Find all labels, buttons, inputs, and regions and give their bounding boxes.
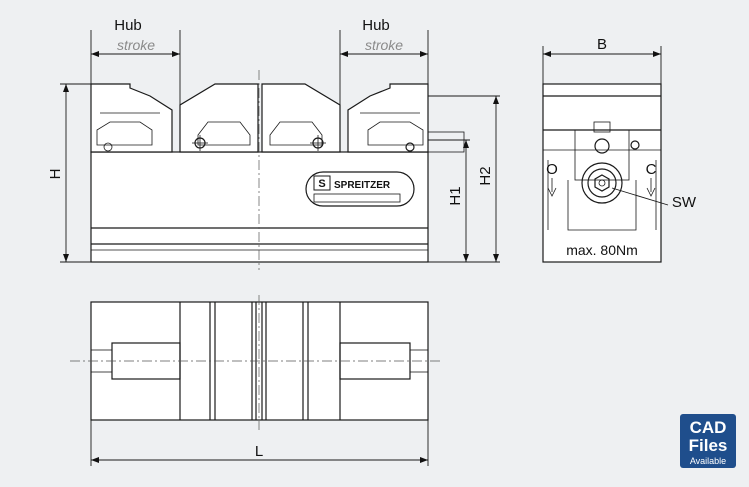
right-jaw bbox=[347, 83, 429, 153]
spindle-hex-icon bbox=[594, 174, 610, 192]
b-label: B bbox=[597, 36, 607, 53]
torque-label: max. 80Nm bbox=[566, 242, 638, 258]
cad-badge-line1: CAD bbox=[690, 418, 727, 437]
open-label: O bbox=[546, 161, 558, 178]
top-view: L bbox=[70, 295, 442, 466]
h-label: H bbox=[47, 169, 64, 180]
side-body bbox=[542, 83, 662, 263]
center-jaw-right bbox=[261, 83, 341, 153]
sw-label: SW bbox=[672, 194, 697, 211]
center-jaw-left bbox=[179, 83, 259, 153]
close-label: C bbox=[646, 161, 657, 178]
brand-logo-icon bbox=[313, 175, 331, 191]
h1-label: H1 bbox=[447, 186, 464, 205]
open-arrow-icon bbox=[547, 178, 557, 197]
brand-name: SPREITZER bbox=[334, 180, 391, 191]
stroke-label-right: stroke bbox=[365, 37, 403, 53]
close-arrow-icon bbox=[646, 178, 656, 197]
hub-label-right: Hub bbox=[362, 17, 390, 34]
spindle-outer bbox=[581, 162, 623, 204]
brand-plate bbox=[305, 171, 415, 207]
stroke-label-left: stroke bbox=[117, 37, 155, 53]
side-view: O C max. 80Nm B SW bbox=[542, 36, 697, 263]
brand-logo-mark: S bbox=[318, 178, 325, 190]
cad-files-badge[interactable]: CAD Files Available bbox=[680, 414, 736, 468]
cad-badge-line3: Available bbox=[690, 456, 726, 466]
front-view: S SPREITZER Hub stroke Hub stroke H H1 bbox=[47, 17, 500, 270]
cad-badge-bg[interactable] bbox=[680, 414, 736, 468]
cad-badge-line2: Files bbox=[689, 436, 728, 455]
l-label: L bbox=[255, 443, 263, 460]
base-body bbox=[90, 151, 429, 263]
h2-label: H2 bbox=[477, 166, 494, 185]
hub-label-left: Hub bbox=[114, 17, 142, 34]
left-jaw bbox=[90, 83, 173, 153]
